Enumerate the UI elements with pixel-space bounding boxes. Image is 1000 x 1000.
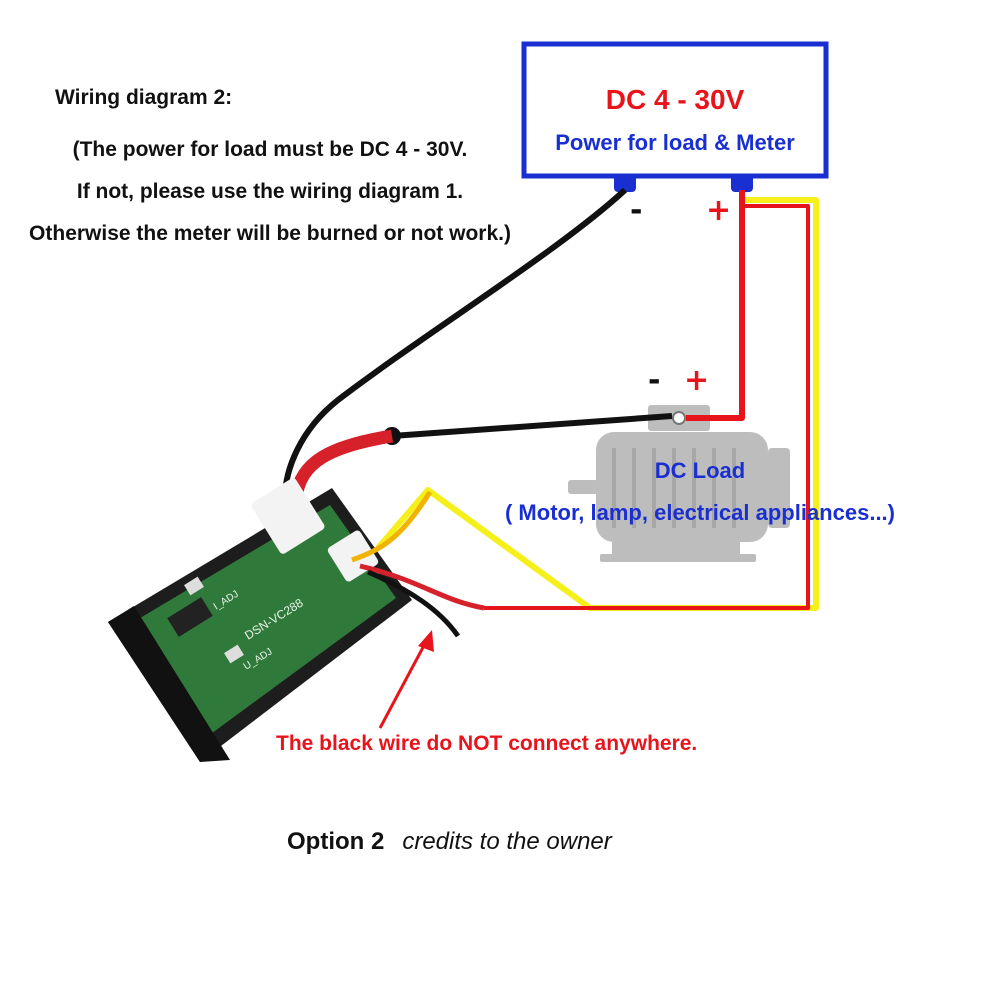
load-positive-symbol: + [684,363,710,398]
motor-fin [712,448,716,528]
black-wire-psu-negative [282,187,628,499]
motor-fin [732,448,736,528]
load-terminal-screw [672,411,686,425]
psu-negative-terminal [614,174,636,192]
meter-trimpot-u [224,644,244,664]
meter-trimpot-i [184,576,204,596]
power-supply-box [521,41,829,179]
caption-option: Option 2 [287,828,385,855]
meter-red-sense-lead [359,563,485,611]
psu-positive-symbol: + [706,193,732,228]
motor-fin [632,448,636,528]
psu-positive-terminal [731,174,753,192]
motor-end-cap [768,448,790,528]
warning-arrow [378,637,430,729]
meter-yellow-lead [351,490,433,563]
meter-red-lead [289,429,394,500]
load-subtitle: ( Motor, lamp, electrical appliances...) [504,500,895,525]
warning-text: The black wire do NOT connect anywhere. [276,732,698,755]
motor-foot [600,554,756,562]
caption-credit: credits to the owner [402,828,612,855]
psu-negative-symbol: - [630,193,643,228]
black-wire-load-negative [391,413,673,439]
dc-load-motor [568,405,790,562]
motor-body [596,432,768,542]
motor-fin [692,448,696,528]
motor-shaft [568,480,598,494]
load-negative-symbol: - [648,363,661,398]
meter-chip [167,597,213,637]
panel-meter: DSN-VC288 I_ADJ U_ADJ [108,478,412,762]
red-wire-meter-return [484,204,810,610]
power-supply-subtitle: Power for load & Meter [555,130,795,155]
note-line: (The power for load must be DC 4 - 30V. [72,138,468,161]
power-supply-title: DC 4 - 30V [605,84,745,115]
motor-fin [652,448,656,528]
meter-black-lead [367,569,461,638]
warning-arrowhead [418,630,434,652]
yellow-wire [375,197,819,611]
note-line: If not, please use the wiring diagram 1. [76,180,464,203]
red-wire-psu-to-load [686,190,745,421]
caption: Option 2 credits to the owner [287,828,612,856]
meter-connector-power [251,478,325,554]
motor-fin [672,448,676,528]
note-title: Wiring diagram 2: [55,86,233,109]
motor-fin [612,448,616,528]
note-line: Otherwise the meter will be burned or no… [29,222,511,245]
load-title: DC Load [654,458,746,483]
motor-base [612,542,740,556]
meter-bezel-edge [108,606,230,762]
meter-pcb [130,505,396,736]
